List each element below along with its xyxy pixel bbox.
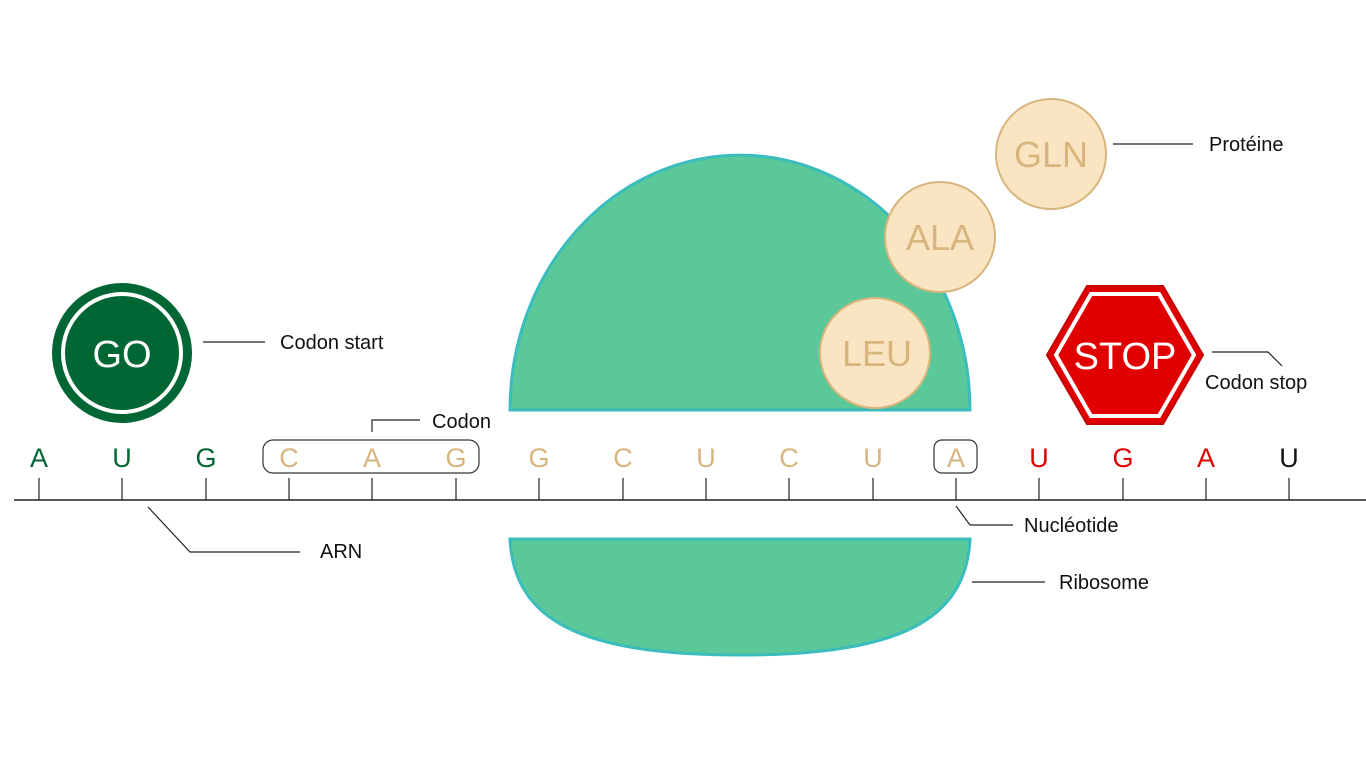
amino-acid-gln-circle	[995, 98, 1107, 210]
nucleotide-letter: A	[30, 443, 48, 473]
codon-leader	[371, 419, 420, 432]
amino-acid-ala: ALA	[906, 217, 974, 258]
go-outer-circle	[52, 283, 192, 423]
amino-acid-leu: LEU	[842, 333, 912, 374]
nucleotide-leader	[955, 505, 1013, 526]
nucleotide-letter: A	[1197, 443, 1215, 473]
stop-badge: STOP	[1045, 285, 1205, 425]
amino-acid-ala-circle	[884, 181, 996, 293]
nucleotide-letter: G	[528, 443, 549, 473]
codon-stop-leader	[1212, 351, 1283, 367]
ribosome-label: Ribosome	[1059, 572, 1149, 594]
codon-start-label: Codon start	[280, 332, 384, 354]
nucleotide-letter: A	[363, 443, 381, 473]
nucleotide-row: A U G C A G G C U C U A U G A U	[30, 443, 1299, 500]
go-badge: GO	[52, 283, 192, 423]
proteine-label: Protéine	[1209, 134, 1284, 156]
nucleotide-letter: A	[947, 443, 965, 473]
nucleotide-letter: C	[779, 443, 799, 473]
nucleotide-letter: U	[112, 443, 132, 473]
codon-stop-label: Codon stop	[1205, 372, 1307, 394]
nucleotide-letter: U	[1279, 443, 1299, 473]
stop-inner-border	[1053, 292, 1197, 418]
nucleotide-letter: G	[445, 443, 466, 473]
stop-label: STOP	[1074, 336, 1177, 378]
arn-leader	[147, 506, 300, 553]
codon-label: Codon	[432, 411, 491, 433]
ribosome-small-subunit	[508, 537, 972, 657]
nucleotide-letter: G	[1112, 443, 1133, 473]
nucleotide-label: Nucléotide	[1024, 515, 1119, 537]
nucleotide-letter: U	[1029, 443, 1049, 473]
amino-acid-gln: GLN	[1014, 134, 1088, 175]
protein-chain: LEU ALA GLN	[819, 98, 1107, 409]
stop-hexagon	[1045, 285, 1205, 425]
nucleotide-letter: C	[279, 443, 299, 473]
leader-lines	[147, 143, 1283, 583]
go-label: GO	[92, 334, 151, 376]
nucleotide-letter: C	[613, 443, 633, 473]
nucleotide-letter: U	[863, 443, 883, 473]
arn-label: ARN	[320, 541, 362, 563]
codon-box	[262, 439, 480, 474]
nucleotide-box	[933, 439, 978, 474]
nucleotide-letter: U	[696, 443, 716, 473]
nucleotide-letter: G	[195, 443, 216, 473]
go-inner-ring	[61, 292, 183, 414]
amino-acid-leu-circle	[819, 297, 931, 409]
labels: Codon start Codon ARN Nucléotide Ribosom…	[280, 134, 1307, 594]
